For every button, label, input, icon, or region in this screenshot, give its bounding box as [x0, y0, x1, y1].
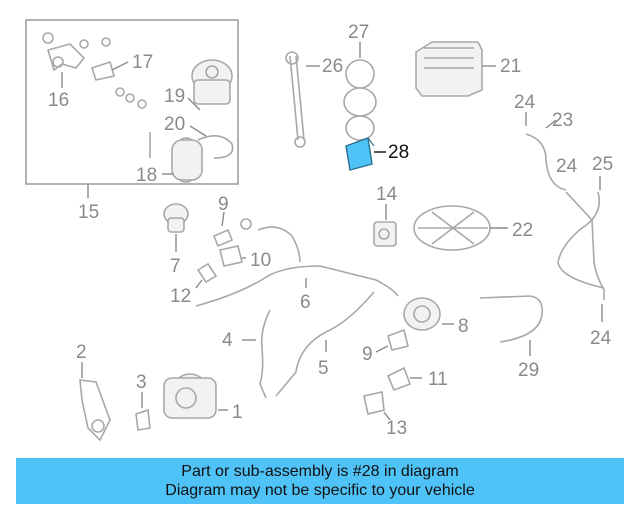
callout-25[interactable]: 25 [592, 154, 613, 175]
parts-diagram: 15 16 17 19 20 18 [25, 19, 613, 442]
part-17-clip[interactable] [90, 60, 147, 109]
part-22-disk[interactable] [413, 205, 491, 251]
callout-5[interactable]: 5 [318, 358, 329, 379]
part-4-pipe[interactable] [259, 309, 271, 399]
banner-line-2: Diagram may not be specific to your vehi… [165, 482, 475, 499]
callout-24a[interactable]: 24 [514, 92, 536, 113]
inset-box [25, 19, 239, 185]
callout-15[interactable]: 15 [78, 202, 99, 223]
part-3-bolt[interactable] [135, 408, 151, 431]
part-9-lower-gasket[interactable] [387, 328, 409, 351]
part-5-pipe[interactable] [275, 291, 375, 397]
callout-6[interactable]: 6 [300, 292, 311, 313]
callout-9a[interactable]: 9 [218, 194, 229, 215]
part-2-bracket[interactable] [79, 379, 111, 442]
callout-14[interactable]: 14 [376, 184, 398, 205]
part-20-hose[interactable] [197, 135, 234, 159]
part-25-pipe[interactable] [565, 191, 605, 300]
callout-18[interactable]: 18 [136, 165, 157, 186]
part-16-bracket[interactable] [42, 32, 111, 72]
callout-21[interactable]: 21 [500, 56, 521, 77]
part-29-sensor-cable[interactable] [479, 295, 544, 343]
callout-12[interactable]: 12 [170, 286, 191, 307]
callout-29[interactable]: 29 [518, 360, 539, 381]
part-27-bellows[interactable] [343, 59, 377, 141]
part-10-gasket[interactable] [219, 245, 243, 267]
part-23-hose[interactable] [525, 133, 567, 191]
callout-22[interactable]: 22 [512, 220, 533, 241]
callout-7[interactable]: 7 [170, 256, 181, 277]
callout-8[interactable]: 8 [458, 316, 469, 337]
callout-20[interactable]: 20 [164, 114, 185, 135]
callout-4[interactable]: 4 [222, 330, 233, 351]
callout-9b[interactable]: 9 [362, 344, 373, 365]
callout-11[interactable]: 11 [428, 369, 448, 390]
part-12-fitting[interactable] [196, 262, 218, 284]
part-1-pump[interactable] [163, 373, 217, 419]
callout-27[interactable]: 27 [348, 22, 369, 43]
part-13-bracket[interactable] [363, 391, 385, 415]
callout-3[interactable]: 3 [136, 372, 147, 393]
callout-19[interactable]: 19 [164, 86, 185, 107]
part-11-bracket[interactable] [386, 366, 412, 392]
part-7-valve[interactable] [163, 203, 189, 233]
callout-10[interactable]: 10 [250, 250, 271, 271]
callout-24c[interactable]: 24 [590, 328, 612, 349]
part-14-sensor[interactable] [373, 221, 397, 247]
part-9-upper-gasket[interactable] [212, 218, 252, 248]
callout-17[interactable]: 17 [132, 52, 153, 73]
part-19-valve[interactable] [191, 59, 233, 105]
part-21-module[interactable] [415, 41, 483, 97]
callout-23[interactable]: 23 [552, 110, 573, 131]
callout-28[interactable]: 28 [388, 142, 409, 163]
callout-13[interactable]: 13 [386, 418, 407, 439]
callout-16[interactable]: 16 [48, 90, 69, 111]
callout-1[interactable]: 1 [232, 402, 243, 423]
callout-2[interactable]: 2 [76, 342, 87, 363]
part-26-rod[interactable] [285, 51, 306, 148]
info-banner: Part or sub-assembly is #28 in diagram D… [16, 458, 624, 504]
part-8-valve[interactable] [403, 297, 441, 331]
callout-24b[interactable]: 24 [556, 156, 578, 177]
part-6-pipe[interactable] [195, 265, 399, 307]
part-28-bracket[interactable] [345, 137, 375, 171]
part-18-pump[interactable] [149, 132, 203, 183]
banner-line-1: Part or sub-assembly is #28 in diagram [181, 463, 459, 480]
callout-26[interactable]: 26 [322, 56, 343, 77]
